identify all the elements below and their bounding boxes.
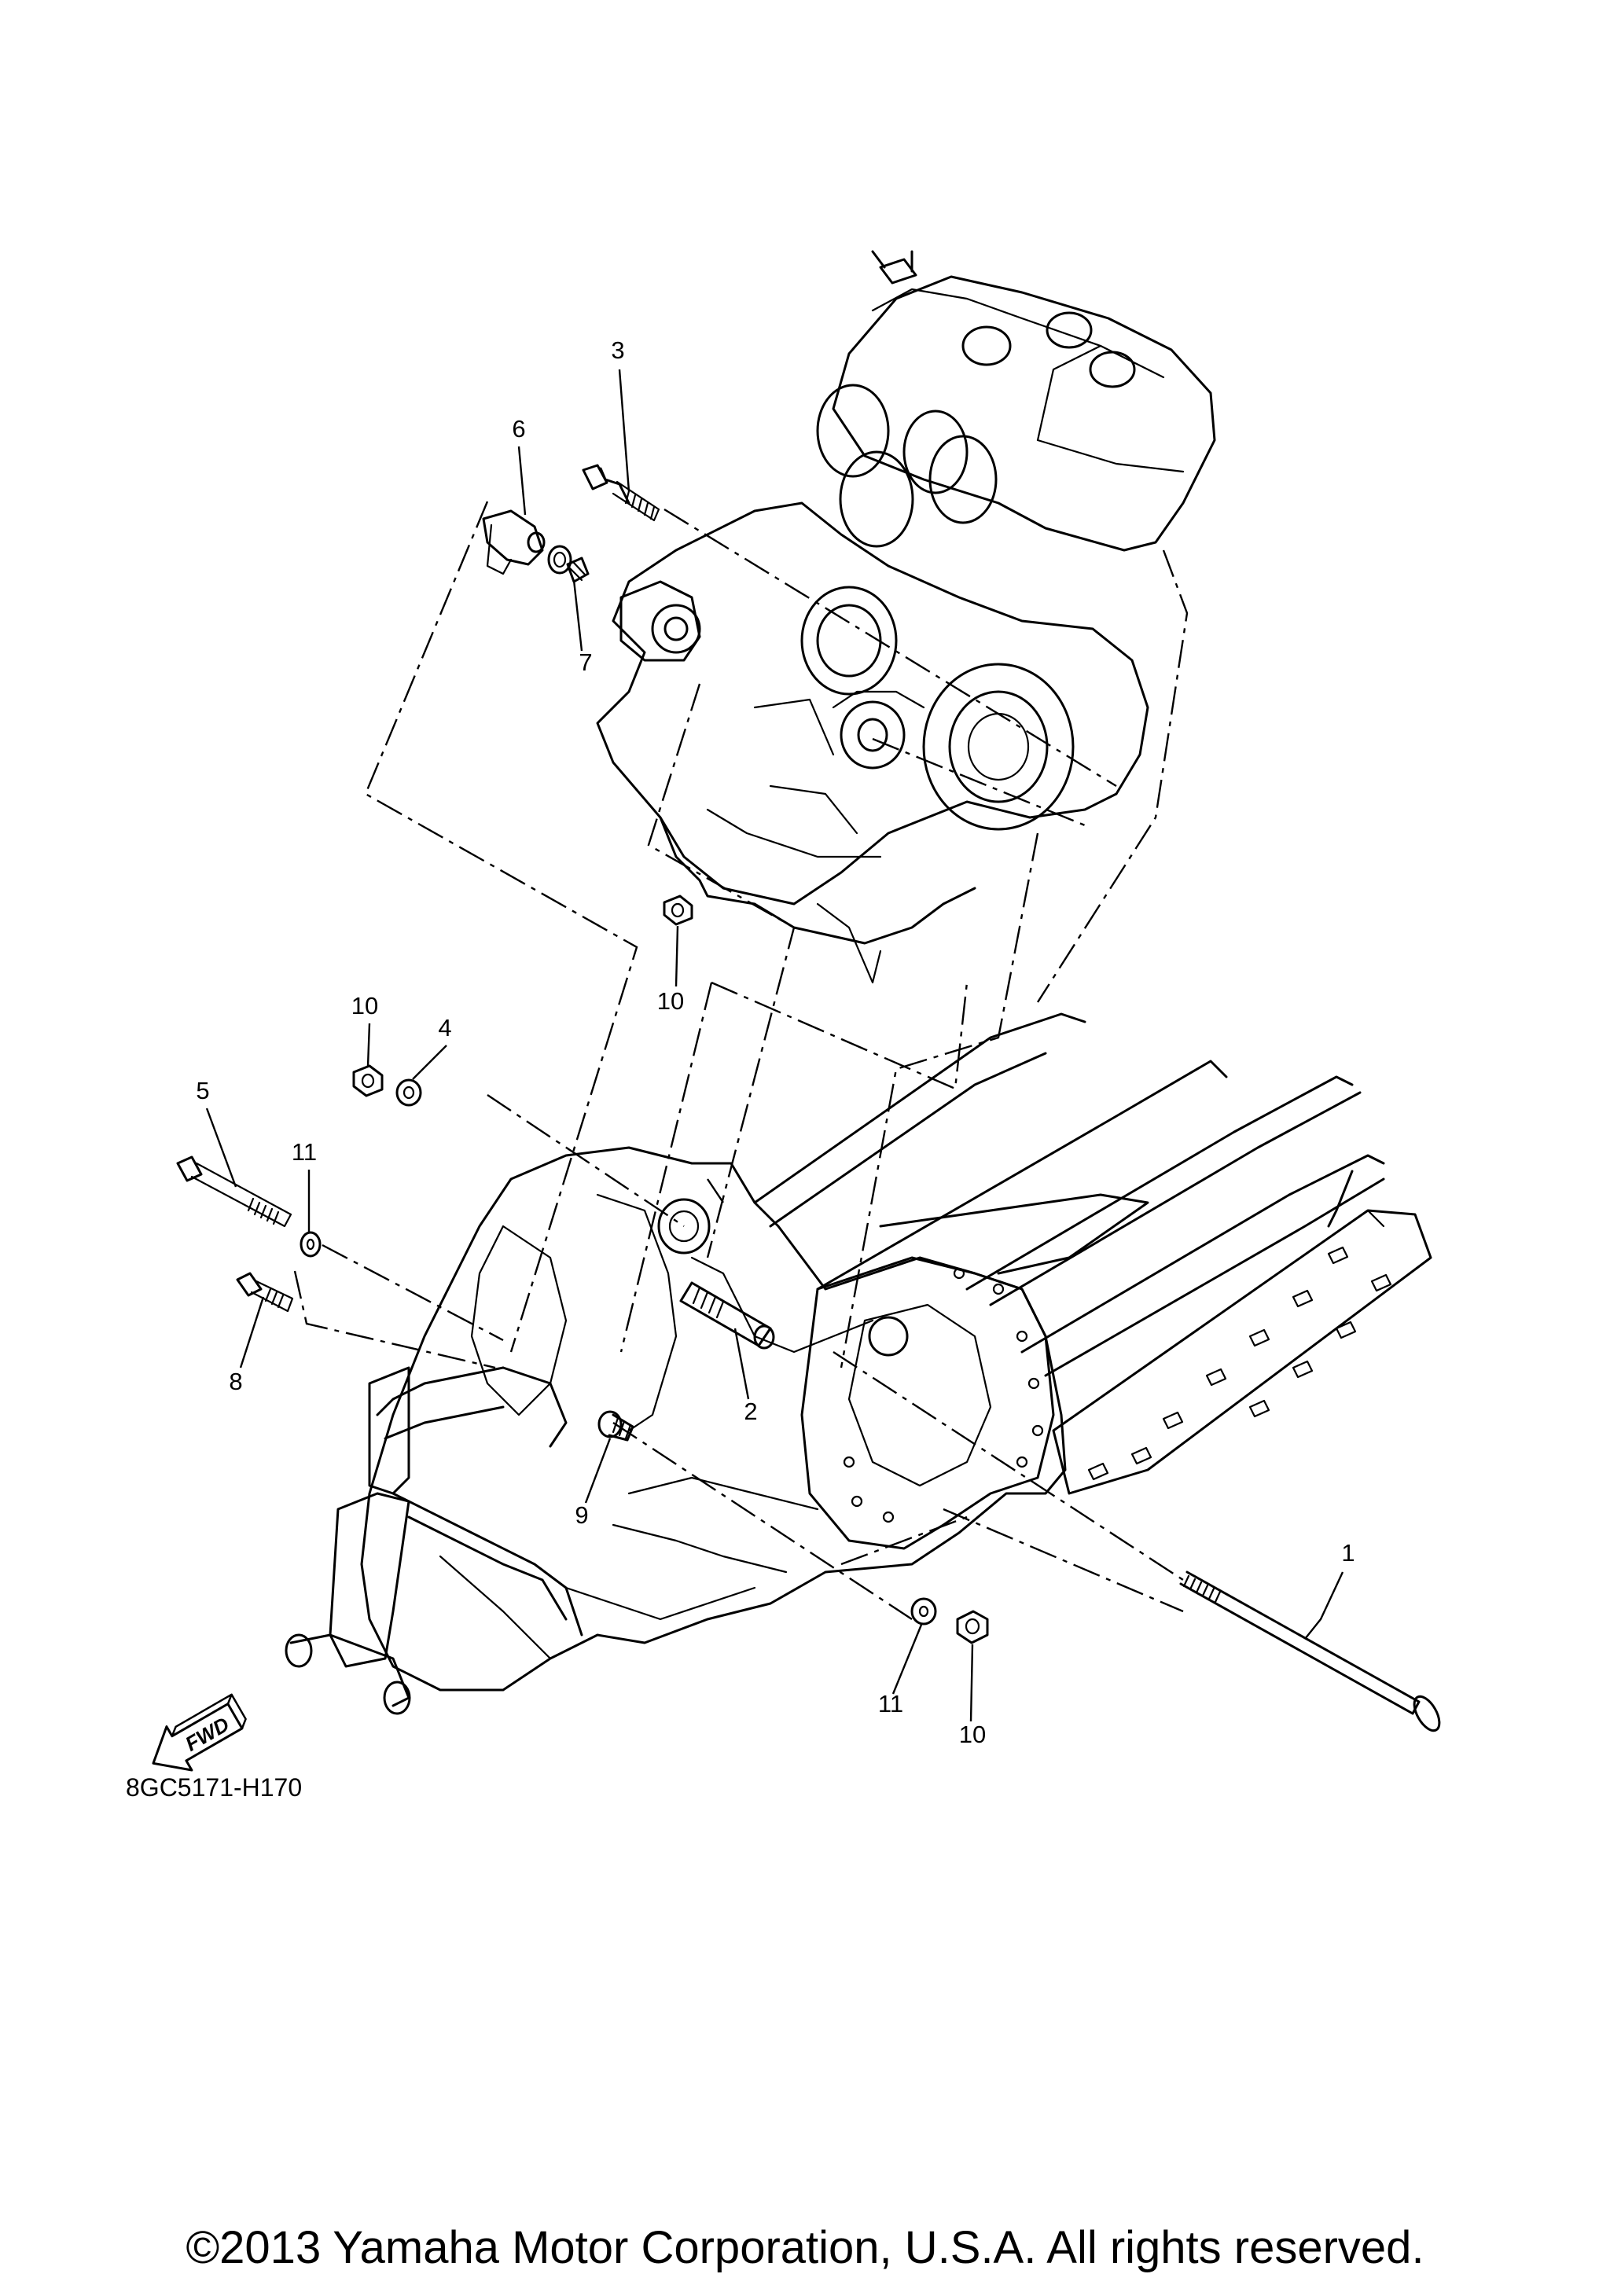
bolt-part-8 [236, 1272, 294, 1313]
callout-10-right: 10 [959, 1721, 986, 1748]
callout-11-right: 11 [878, 1690, 903, 1717]
callout-8: 8 [229, 1368, 242, 1395]
callout-3: 3 [611, 336, 624, 364]
engine-assembly [596, 250, 1216, 984]
collar-part-2 [679, 1281, 775, 1350]
collar-part-7 [547, 545, 590, 583]
bracket-part-6 [482, 509, 546, 575]
bolt-part-1 [1179, 1570, 1441, 1732]
stud-part-9 [597, 1410, 634, 1442]
callout-1: 1 [1341, 1539, 1355, 1567]
footrest-cutouts [1087, 1246, 1392, 1481]
bolt-part-5 [176, 1155, 292, 1228]
fwd-arrow-icon: FWD [152, 1693, 247, 1772]
callout-leaders [205, 369, 1344, 1722]
callout-4: 4 [438, 1014, 451, 1041]
washer-part-11-right [910, 1597, 937, 1626]
fasteners [176, 464, 1441, 1732]
nut-part-10-engine [663, 895, 693, 926]
washer-part-4 [395, 1078, 422, 1107]
callout-6: 6 [512, 415, 525, 443]
assembly-lines [293, 501, 1189, 1621]
diagram-code: 8GC5171-H170 [126, 1773, 303, 1802]
callout-10-left: 10 [351, 992, 378, 1019]
callout-7: 7 [579, 648, 592, 676]
callout-labels: 1 2 3 4 5 6 7 8 9 10 10 10 11 11 [196, 336, 1355, 1748]
copyright-notice: ©2013 Yamaha Motor Corporation, U.S.A. A… [186, 2222, 1424, 2273]
nut-part-10-right [956, 1610, 989, 1644]
washer-part-11-left [300, 1231, 322, 1258]
callout-5: 5 [196, 1077, 209, 1104]
nut-part-10-left [352, 1064, 384, 1097]
bolt-part-3 [582, 464, 660, 522]
callout-11-left: 11 [292, 1138, 317, 1166]
callout-9: 9 [575, 1501, 588, 1529]
callout-10-engine: 10 [657, 987, 684, 1015]
chassis-frame [285, 1012, 1432, 1715]
callout-2: 2 [744, 1398, 757, 1425]
